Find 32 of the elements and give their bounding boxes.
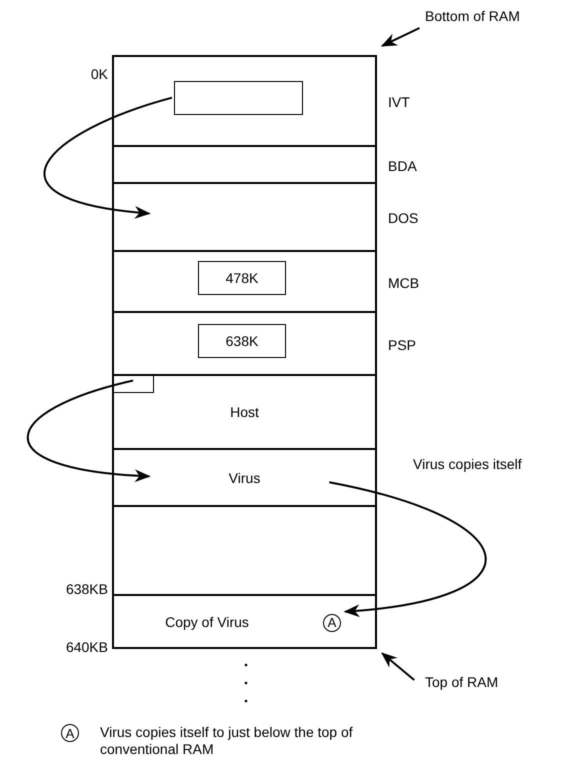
arrow: [380, 27, 420, 47]
value-box: [198, 261, 286, 295]
arrow: [329, 481, 486, 617]
section-label: IVT: [388, 94, 410, 110]
edge-label: Virus copies itself: [413, 456, 522, 472]
memory-section: [112, 448, 377, 507]
value-box: [198, 324, 286, 358]
section-label: DOS: [388, 210, 418, 226]
address-label: 0K: [90, 66, 108, 83]
section-label: MCB: [388, 274, 420, 290]
value-label: 478K: [226, 270, 258, 286]
arrow: [381, 652, 415, 681]
note-text: Virus copies itself to just below the top of conventional RAM: [100, 724, 354, 758]
memory-section: [112, 594, 377, 649]
section-label: Copy of Virus: [164, 614, 250, 630]
memory-section: [112, 505, 377, 596]
memory-section: [112, 374, 377, 450]
value-label: 638K: [226, 333, 258, 349]
section-label: PSP: [388, 336, 416, 352]
callout-marker: A: [61, 724, 79, 742]
address-label: 640KB: [64, 639, 108, 656]
section-label: BDA: [388, 158, 417, 174]
arrow: [27, 380, 151, 482]
pointer-label: Top of RAM: [425, 674, 498, 690]
arrow: [44, 96, 172, 218]
pointer-label: Bottom of RAM: [425, 8, 520, 24]
callout-marker: A: [323, 614, 341, 632]
address-label: 638KB: [64, 581, 108, 598]
section-label: Host: [229, 404, 260, 420]
table-box: [174, 81, 303, 115]
section-label: Virus: [228, 470, 262, 486]
small-box: [112, 374, 154, 393]
